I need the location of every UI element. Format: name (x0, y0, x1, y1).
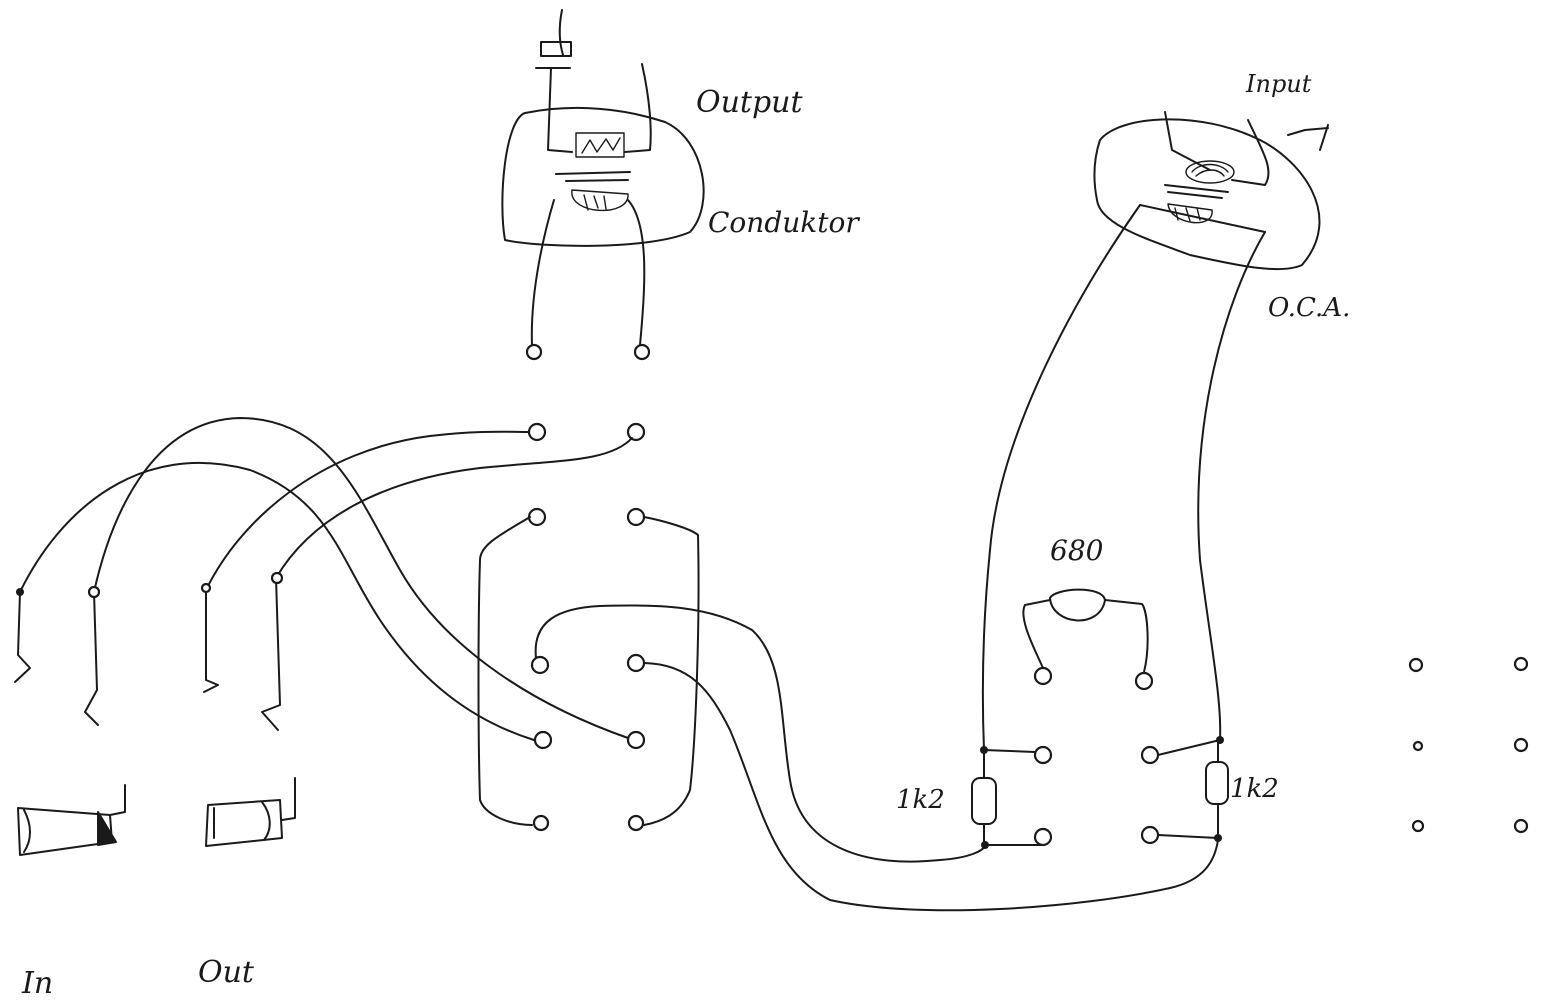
resistor-680 (1049, 588, 1106, 622)
resistor-680-label: 680 (1050, 534, 1103, 567)
input-label: Input (1245, 70, 1312, 98)
resistor-left-1k2 (971, 751, 997, 846)
resistor-right-label: 1k2 (1230, 774, 1279, 804)
resistor-left-label: 1k2 (896, 785, 945, 815)
conductor-label: Conduktor (708, 206, 860, 239)
out-jack (205, 777, 296, 847)
in-label: In (21, 966, 53, 1001)
in-jack (17, 784, 126, 856)
input-oca-component (981, 111, 1329, 751)
output-conductor-component (501, 9, 705, 346)
center-pin-grid (525, 343, 651, 832)
out-label: Out (198, 955, 255, 990)
resistor-right-1k2 (1205, 739, 1229, 839)
left-leads (14, 571, 284, 731)
output-label: Output (696, 85, 803, 120)
resistor-pin-grid (1033, 666, 1160, 847)
junction-dots (980, 736, 1224, 849)
right-pin-grid (1408, 656, 1529, 834)
oca-label: O.C.A. (1268, 293, 1350, 323)
wires (19, 417, 1221, 912)
